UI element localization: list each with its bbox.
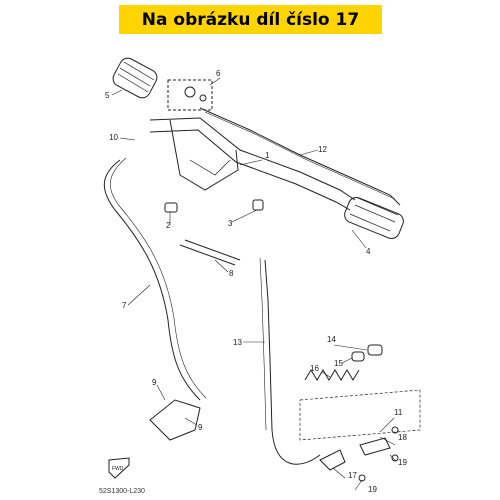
callout-3: 3 <box>228 219 233 228</box>
left-grip <box>112 57 158 99</box>
fwd-label: FWD <box>112 466 124 472</box>
callout-1: 1 <box>265 151 270 160</box>
callout-12: 12 <box>318 145 327 154</box>
callout-19a: 19 <box>398 458 407 467</box>
throttle-housing <box>149 399 201 441</box>
callout-19b: 19 <box>368 485 377 494</box>
callout-5: 5 <box>105 91 110 100</box>
part-15 <box>351 351 365 362</box>
callout-4: 4 <box>366 247 371 256</box>
handlebar <box>149 117 356 211</box>
callout-18: 18 <box>398 433 407 442</box>
cable-13 <box>264 259 321 465</box>
callout-7: 7 <box>122 301 127 310</box>
lever-part-17 <box>319 449 346 471</box>
title-banner: Na obrázku díl číslo 17 <box>119 5 382 34</box>
callout-6: 6 <box>216 69 221 78</box>
callout-8: 8 <box>229 269 234 278</box>
callout-9a: 9 <box>152 378 157 387</box>
part-14 <box>367 344 383 356</box>
callout-10: 10 <box>109 133 118 142</box>
switch-bracket <box>167 79 213 111</box>
page-title: Na obrázku díl číslo 17 <box>141 9 360 30</box>
diagram-code: 52S1300-L230 <box>99 488 145 495</box>
callout-14: 14 <box>327 335 336 344</box>
callout-16: 16 <box>310 364 319 373</box>
callout-11: 11 <box>394 408 403 417</box>
spring <box>304 369 360 381</box>
right-grip <box>344 196 404 240</box>
callout-17: 17 <box>348 471 357 480</box>
callout-15: 15 <box>334 359 343 368</box>
callout-9b: 9 <box>198 423 203 432</box>
cable-7 <box>103 159 201 401</box>
callout-13: 13 <box>233 338 242 347</box>
fwd-arrow-icon: FWD <box>108 457 130 479</box>
callout-2: 2 <box>166 221 171 230</box>
cable-tie <box>179 239 241 266</box>
cable-12 <box>199 107 401 206</box>
